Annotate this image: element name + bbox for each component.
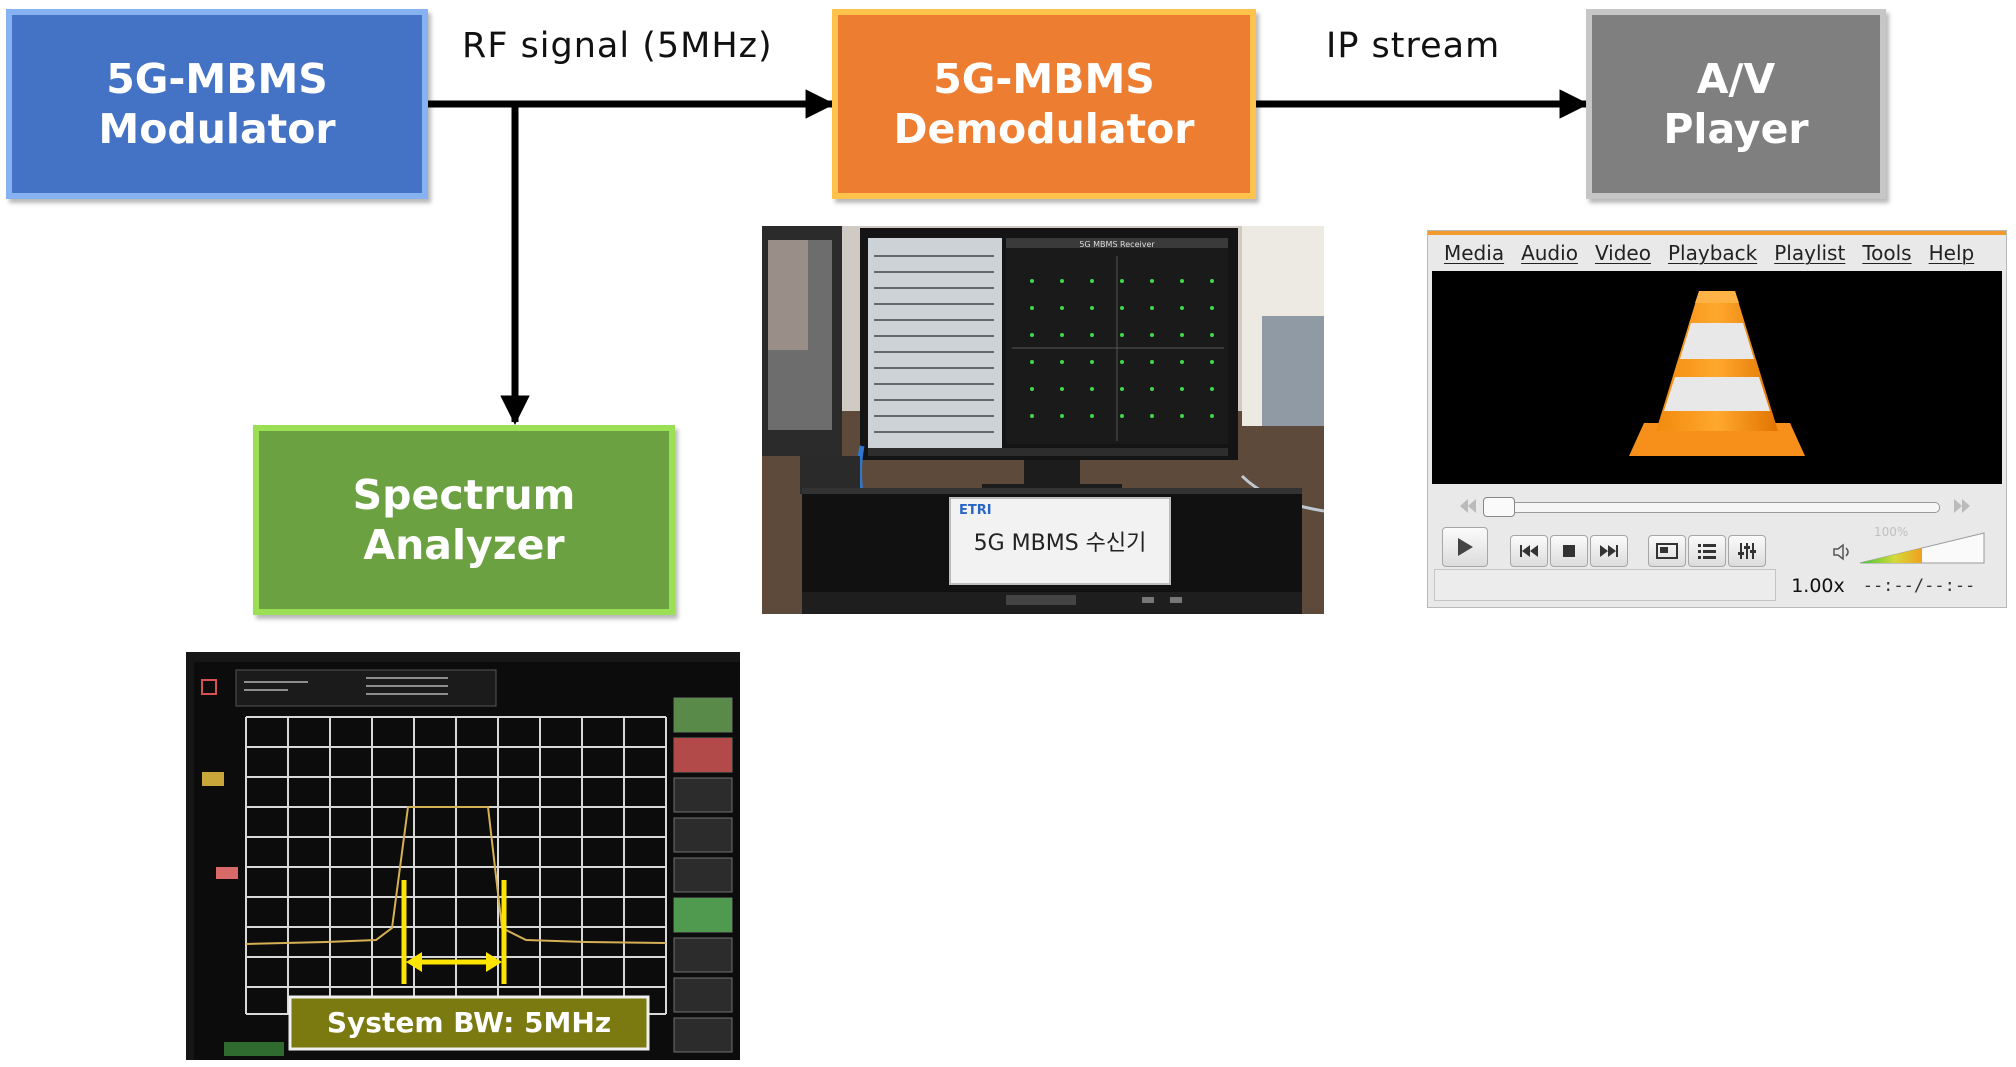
vlc-previous-button[interactable] xyxy=(1510,535,1548,567)
vlc-menu-bar: Media Audio Video Playback Playlist Tool… xyxy=(1444,241,1974,265)
rf-signal-label: RF signal (5MHz) xyxy=(462,26,773,66)
previous-icon xyxy=(1520,545,1538,557)
ip-stream-label: IP stream xyxy=(1326,26,1501,66)
vlc-playback-rate[interactable]: 1.00x xyxy=(1791,575,1845,597)
vlc-video-area[interactable] xyxy=(1432,271,2002,484)
vlc-time-display[interactable]: --:--/--:-- xyxy=(1862,576,1976,596)
spectrum-caption: System BW: 5MHz xyxy=(327,1006,611,1039)
vlc-playlist-button[interactable] xyxy=(1688,535,1726,567)
demodulator-block: 5G-MBMS Demodulator xyxy=(832,9,1256,199)
equalizer-icon xyxy=(1738,543,1756,559)
modulator-block: 5G-MBMS Modulator xyxy=(6,9,428,199)
etri-logo: ETRI xyxy=(959,503,992,518)
vlc-menu-help[interactable]: Help xyxy=(1928,241,1975,265)
vlc-menu-playlist[interactable]: Playlist xyxy=(1774,241,1846,265)
fullscreen-icon xyxy=(1656,543,1678,559)
player-block: A/V Player xyxy=(1586,9,1886,199)
vlc-seek-handle[interactable] xyxy=(1483,497,1515,517)
vlc-seek-bar[interactable] xyxy=(1483,497,1940,517)
vlc-equalizer-button[interactable] xyxy=(1728,535,1766,567)
demodulator-line2: Demodulator xyxy=(893,105,1195,153)
vlc-next-button[interactable] xyxy=(1590,535,1628,567)
analyzer-line2: Analyzer xyxy=(363,521,565,569)
vlc-status-field xyxy=(1434,569,1776,601)
vlc-fullscreen-button[interactable] xyxy=(1648,535,1686,567)
analyzer-line1: Spectrum xyxy=(352,470,576,519)
player-line2: Player xyxy=(1663,105,1809,153)
vlc-menu-media[interactable]: Media xyxy=(1444,241,1505,265)
vlc-stop-button[interactable] xyxy=(1550,535,1588,567)
vlc-menu-audio[interactable]: Audio xyxy=(1521,241,1578,265)
vlc-play-button[interactable] xyxy=(1442,527,1488,567)
speaker-icon[interactable] xyxy=(1832,543,1854,561)
player-line1: A/V xyxy=(1696,54,1776,103)
modulator-line1: 5G-MBMS xyxy=(106,54,328,103)
vlc-top-bar xyxy=(1428,231,2006,235)
vlc-rewind-icon[interactable] xyxy=(1458,497,1478,515)
screen-title: 5G MBMS Receiver xyxy=(1079,240,1155,249)
receiver-sign: 5G MBMS 수신기 xyxy=(974,531,1147,556)
play-icon xyxy=(1458,538,1473,556)
next-icon xyxy=(1600,545,1618,557)
vlc-volume-slider[interactable] xyxy=(1858,531,1988,565)
stop-icon xyxy=(1563,545,1575,557)
modulator-line2: Modulator xyxy=(98,105,336,153)
spectrum-photo: System BW: 5MHz xyxy=(186,652,740,1060)
vlc-player-window: Media Audio Video Playback Playlist Tool… xyxy=(1427,230,2007,608)
playlist-icon xyxy=(1698,544,1716,559)
vlc-menu-tools[interactable]: Tools xyxy=(1862,241,1912,265)
receiver-photo: 5G MBMS Receiver ETRI 5G MBMS 수신기 xyxy=(762,226,1324,614)
vlc-cone-icon xyxy=(1629,291,1805,456)
vlc-menu-playback[interactable]: Playback xyxy=(1667,241,1758,265)
vlc-forward-icon[interactable] xyxy=(1952,497,1972,515)
vlc-menu-video[interactable]: Video xyxy=(1594,241,1651,265)
demodulator-line1: 5G-MBMS xyxy=(933,54,1155,103)
analyzer-block: Spectrum Analyzer xyxy=(253,425,675,615)
vlc-volume-label: 100% xyxy=(1874,525,1909,539)
